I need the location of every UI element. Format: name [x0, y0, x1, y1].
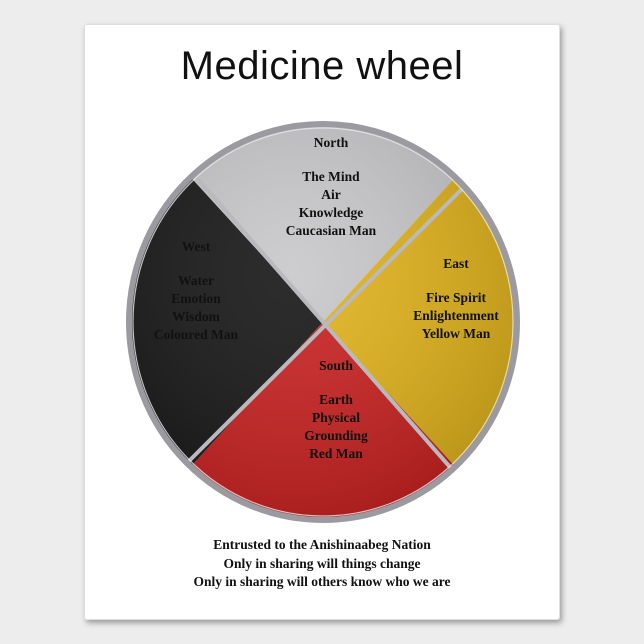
west-line: Wisdom	[172, 309, 220, 324]
label-north: North The Mind Air Knowledge Caucasian M…	[266, 134, 396, 240]
label-west: West Water Emotion Wisdom Coloured Man	[136, 238, 256, 344]
south-line: Earth	[319, 392, 353, 407]
south-line: Physical	[311, 410, 360, 425]
east-line: Fire Spirit	[425, 290, 487, 305]
label-south: South Earth Physical Grounding Red Man	[271, 357, 401, 463]
divider-nw-se	[188, 168, 458, 476]
north-line: Caucasian Man	[285, 223, 377, 238]
footer-line: Only in sharing will others know who we …	[193, 574, 451, 589]
west-line: Water	[178, 273, 214, 288]
direction-south: South	[319, 358, 353, 373]
footer-line: Entrusted to the Anishinaabeg Nation	[213, 537, 431, 552]
direction-west: West	[181, 239, 211, 254]
north-line: Air	[321, 187, 341, 202]
north-line: The Mind	[302, 169, 360, 184]
south-line: Red Man	[309, 446, 363, 461]
direction-east: East	[443, 256, 469, 271]
east-line: Enlightenment	[413, 308, 499, 323]
footer-text: Entrusted to the Anishinaabeg Nation Onl…	[84, 536, 560, 592]
north-line: Knowledge	[298, 205, 364, 220]
divider-ne-sw	[180, 183, 468, 470]
page-title: Medicine wheel	[180, 44, 464, 88]
footer-line: Only in sharing will things change	[223, 555, 421, 571]
wheel-rim	[126, 121, 520, 523]
east-line: Yellow Man	[421, 326, 491, 341]
south-line: Grounding	[304, 428, 368, 443]
direction-north: North	[313, 135, 349, 150]
west-line: Coloured Man	[153, 327, 239, 342]
west-line: Emotion	[171, 291, 221, 306]
label-east: East Fire Spirit Enlightenment Yellow Ma…	[396, 255, 516, 343]
